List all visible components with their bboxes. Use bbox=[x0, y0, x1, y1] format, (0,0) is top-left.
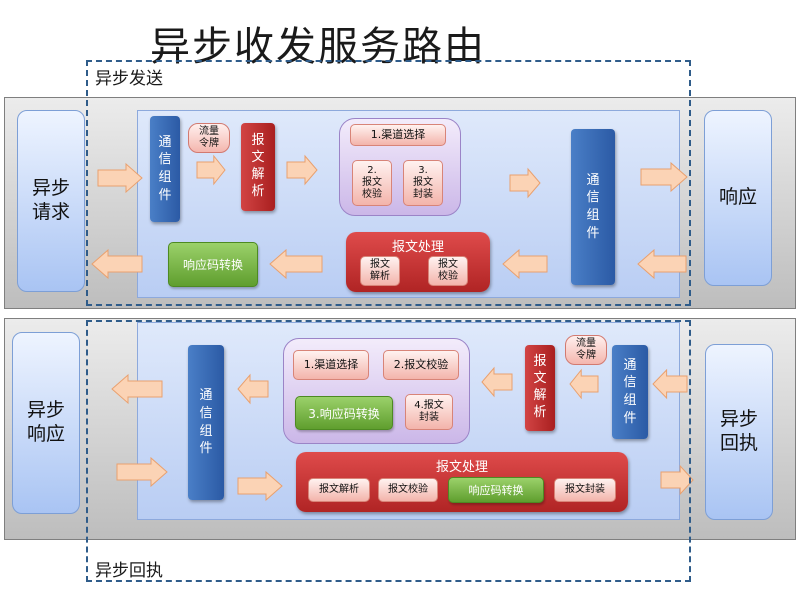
receipt-section-boundary bbox=[86, 320, 691, 582]
receipt-message-pack: 4.报文 封装 bbox=[405, 394, 453, 430]
flow-arrow-icon bbox=[286, 154, 318, 186]
receipt-proc-resp-code: 响应码转换 bbox=[448, 477, 544, 503]
send-resp-code-convert: 响应码转换 bbox=[168, 242, 258, 287]
send-message-check: 2. 报文 校验 bbox=[352, 160, 392, 206]
flow-arrow-icon bbox=[660, 464, 694, 496]
receipt-comm-component-right: 通 信 组 件 bbox=[612, 345, 648, 439]
receipt-message-check: 2.报文校验 bbox=[383, 350, 459, 380]
flow-arrow-icon bbox=[509, 167, 541, 199]
send-channel-select: 1.渠道选择 bbox=[350, 124, 446, 146]
response-box: 响应 bbox=[704, 110, 772, 286]
receipt-proc-check: 报文校验 bbox=[378, 478, 438, 502]
diagram-title: 异步收发服务路由 bbox=[150, 24, 486, 70]
async-receipt-box: 异步 回执 bbox=[705, 344, 773, 520]
flow-arrow-icon bbox=[640, 161, 688, 193]
receipt-message-parse: 报 文 解 析 bbox=[525, 345, 555, 431]
send-section-boundary bbox=[86, 60, 691, 306]
send-flow-token: 流量 令牌 bbox=[188, 123, 230, 153]
flow-arrow-icon bbox=[569, 368, 599, 400]
flow-arrow-icon bbox=[502, 248, 548, 280]
flow-arrow-icon bbox=[111, 373, 163, 405]
flow-arrow-icon bbox=[196, 154, 226, 186]
receipt-comm-component-left: 通 信 组 件 bbox=[188, 345, 224, 500]
receipt-channel-select: 1.渠道选择 bbox=[293, 350, 369, 380]
send-comm-component-right: 通 信 组 件 bbox=[571, 129, 615, 285]
send-message-processing: 报文处理 报文 解析 报文 校验 bbox=[346, 232, 490, 292]
flow-arrow-icon bbox=[97, 162, 143, 194]
send-proc-title: 报文处理 bbox=[391, 240, 444, 255]
flow-arrow-icon bbox=[652, 368, 688, 400]
receipt-resp-code-convert: 3.响应码转换 bbox=[295, 396, 393, 430]
receipt-proc-pack: 报文封装 bbox=[554, 478, 616, 502]
send-message-pack: 3. 报文 封装 bbox=[403, 160, 443, 206]
send-message-parse: 报 文 解 析 bbox=[241, 123, 275, 211]
send-proc-parse: 报文 解析 bbox=[360, 256, 400, 286]
receipt-proc-parse: 报文解析 bbox=[308, 478, 370, 502]
receipt-section-label: 异步回执 bbox=[95, 561, 163, 581]
receipt-flow-token: 流量 令牌 bbox=[565, 335, 607, 365]
receipt-proc-title: 报文处理 bbox=[435, 460, 488, 475]
flow-arrow-icon bbox=[481, 366, 513, 398]
send-proc-check: 报文 校验 bbox=[428, 256, 468, 286]
flow-arrow-icon bbox=[91, 248, 143, 280]
receipt-message-processing: 报文处理 报文解析 报文校验 响应码转换 报文封装 bbox=[296, 452, 628, 512]
async-request-box: 异步 请求 bbox=[17, 110, 85, 292]
flow-arrow-icon bbox=[237, 470, 283, 502]
flow-arrow-icon bbox=[637, 248, 687, 280]
flow-arrow-icon bbox=[269, 248, 323, 280]
flow-arrow-icon bbox=[116, 456, 168, 488]
async-response-box: 异步 响应 bbox=[12, 332, 80, 514]
send-section-label: 异步发送 bbox=[95, 69, 163, 89]
flow-arrow-icon bbox=[237, 373, 269, 405]
send-comm-component-left: 通 信 组 件 bbox=[150, 116, 180, 222]
